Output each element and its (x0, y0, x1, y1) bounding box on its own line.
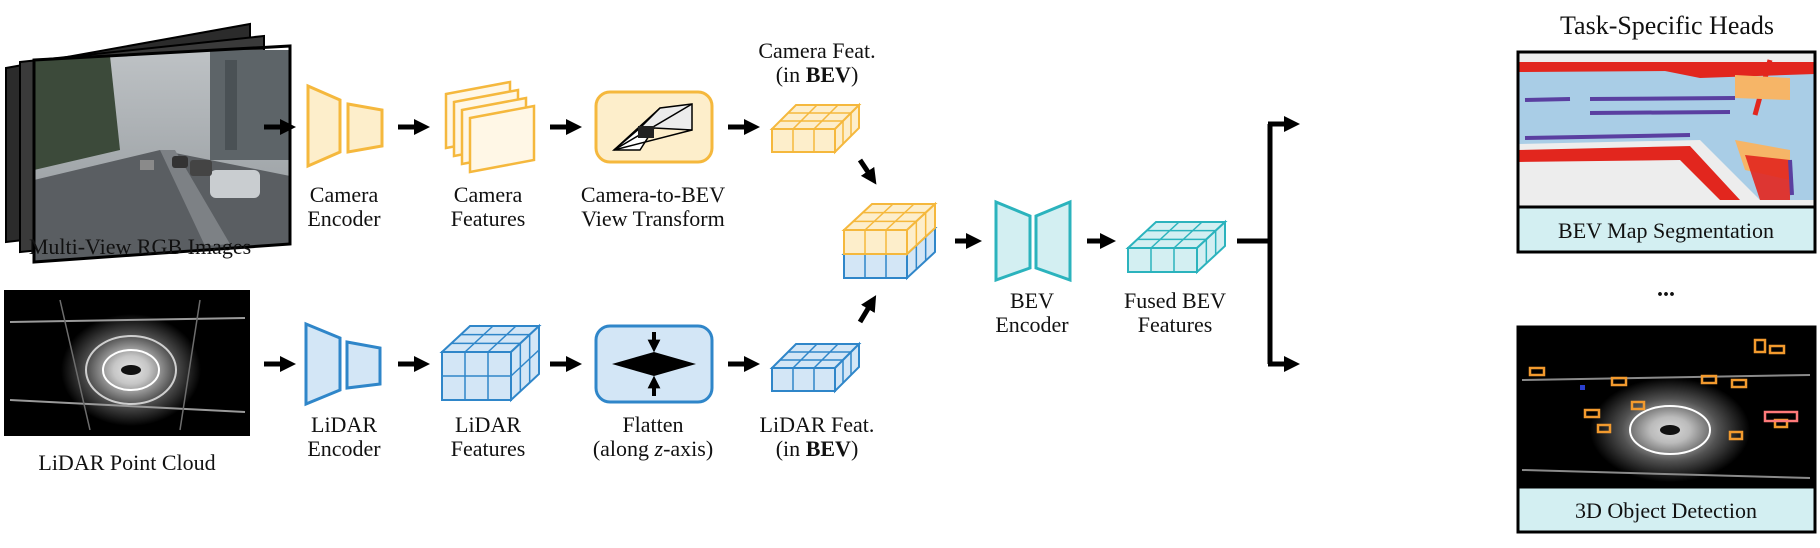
camera-features-label-1: Camera (454, 182, 523, 207)
camera-bev-feature-grid (769, 102, 862, 155)
fused-bev-feature-grid (1125, 219, 1228, 275)
view-transform-label-2: View Transform (581, 206, 725, 231)
camera-bev-feat-label-1: Camera Feat. (758, 38, 875, 63)
flatten-label-2: (along z-axis) (593, 436, 713, 461)
detection-head-label: 3D Object Detection (1575, 498, 1757, 523)
arrow-lidar-to-fuse (857, 295, 877, 324)
view-transform-label-1: Camera-to-BEV (581, 182, 725, 207)
bev-encoder-label-1: BEV (1010, 288, 1054, 313)
lidar-bev-feat-label-2: (in BEV) (776, 436, 859, 461)
lidar-encoder-icon (304, 321, 382, 407)
camera-encoder-icon (306, 83, 384, 169)
more-heads-ellipsis: ... (1657, 276, 1675, 302)
feature-sheet (468, 104, 536, 174)
flatten-label-1: Flatten (622, 412, 683, 437)
fused-bev-label-1: Fused BEV (1124, 288, 1226, 313)
fused-bev-label-2: Features (1138, 312, 1213, 337)
camera-images-stack (5, 22, 292, 264)
camera-features-label-2: Features (451, 206, 526, 231)
lidar-point-cloud-image (4, 290, 250, 436)
arrow-cam-to-fuse (857, 158, 877, 185)
detection-bev-image (1518, 327, 1815, 487)
camera-encoder-label-1: Camera (310, 182, 379, 207)
lidar-features-voxel-grid (439, 323, 542, 403)
lidar-bev-feat-label-1: LiDAR Feat. (760, 412, 875, 437)
lidar-bev-feature-grid (769, 341, 862, 394)
segmentation-map-image (1518, 52, 1815, 207)
lidar-input-label: LiDAR Point Cloud (38, 450, 215, 475)
lidar-encoder-label-1: LiDAR (311, 412, 377, 437)
camera-bev-feat-label-2: (in BEV) (776, 62, 859, 87)
camera-input-label: Multi-View RGB Images (29, 234, 251, 259)
camera-encoder-label-2: Encoder (307, 206, 381, 231)
camera-features-icon (444, 80, 536, 174)
concatenated-bev-features (841, 201, 938, 281)
view-transform-icon (594, 90, 714, 164)
segmentation-head-label: BEV Map Segmentation (1558, 218, 1774, 243)
lidar-features-label-1: LiDAR (455, 412, 521, 437)
bev-encoder-label-2: Encoder (995, 312, 1069, 337)
flatten-icon (594, 324, 714, 404)
detection-head (1516, 325, 1817, 534)
lidar-encoder-label-2: Encoder (307, 436, 381, 461)
segmentation-head (1516, 50, 1817, 254)
heads-title: Task-Specific Heads (1560, 11, 1774, 40)
arrows (264, 115, 1301, 373)
lidar-features-label-2: Features (451, 436, 526, 461)
bev-encoder-icon (994, 199, 1072, 283)
